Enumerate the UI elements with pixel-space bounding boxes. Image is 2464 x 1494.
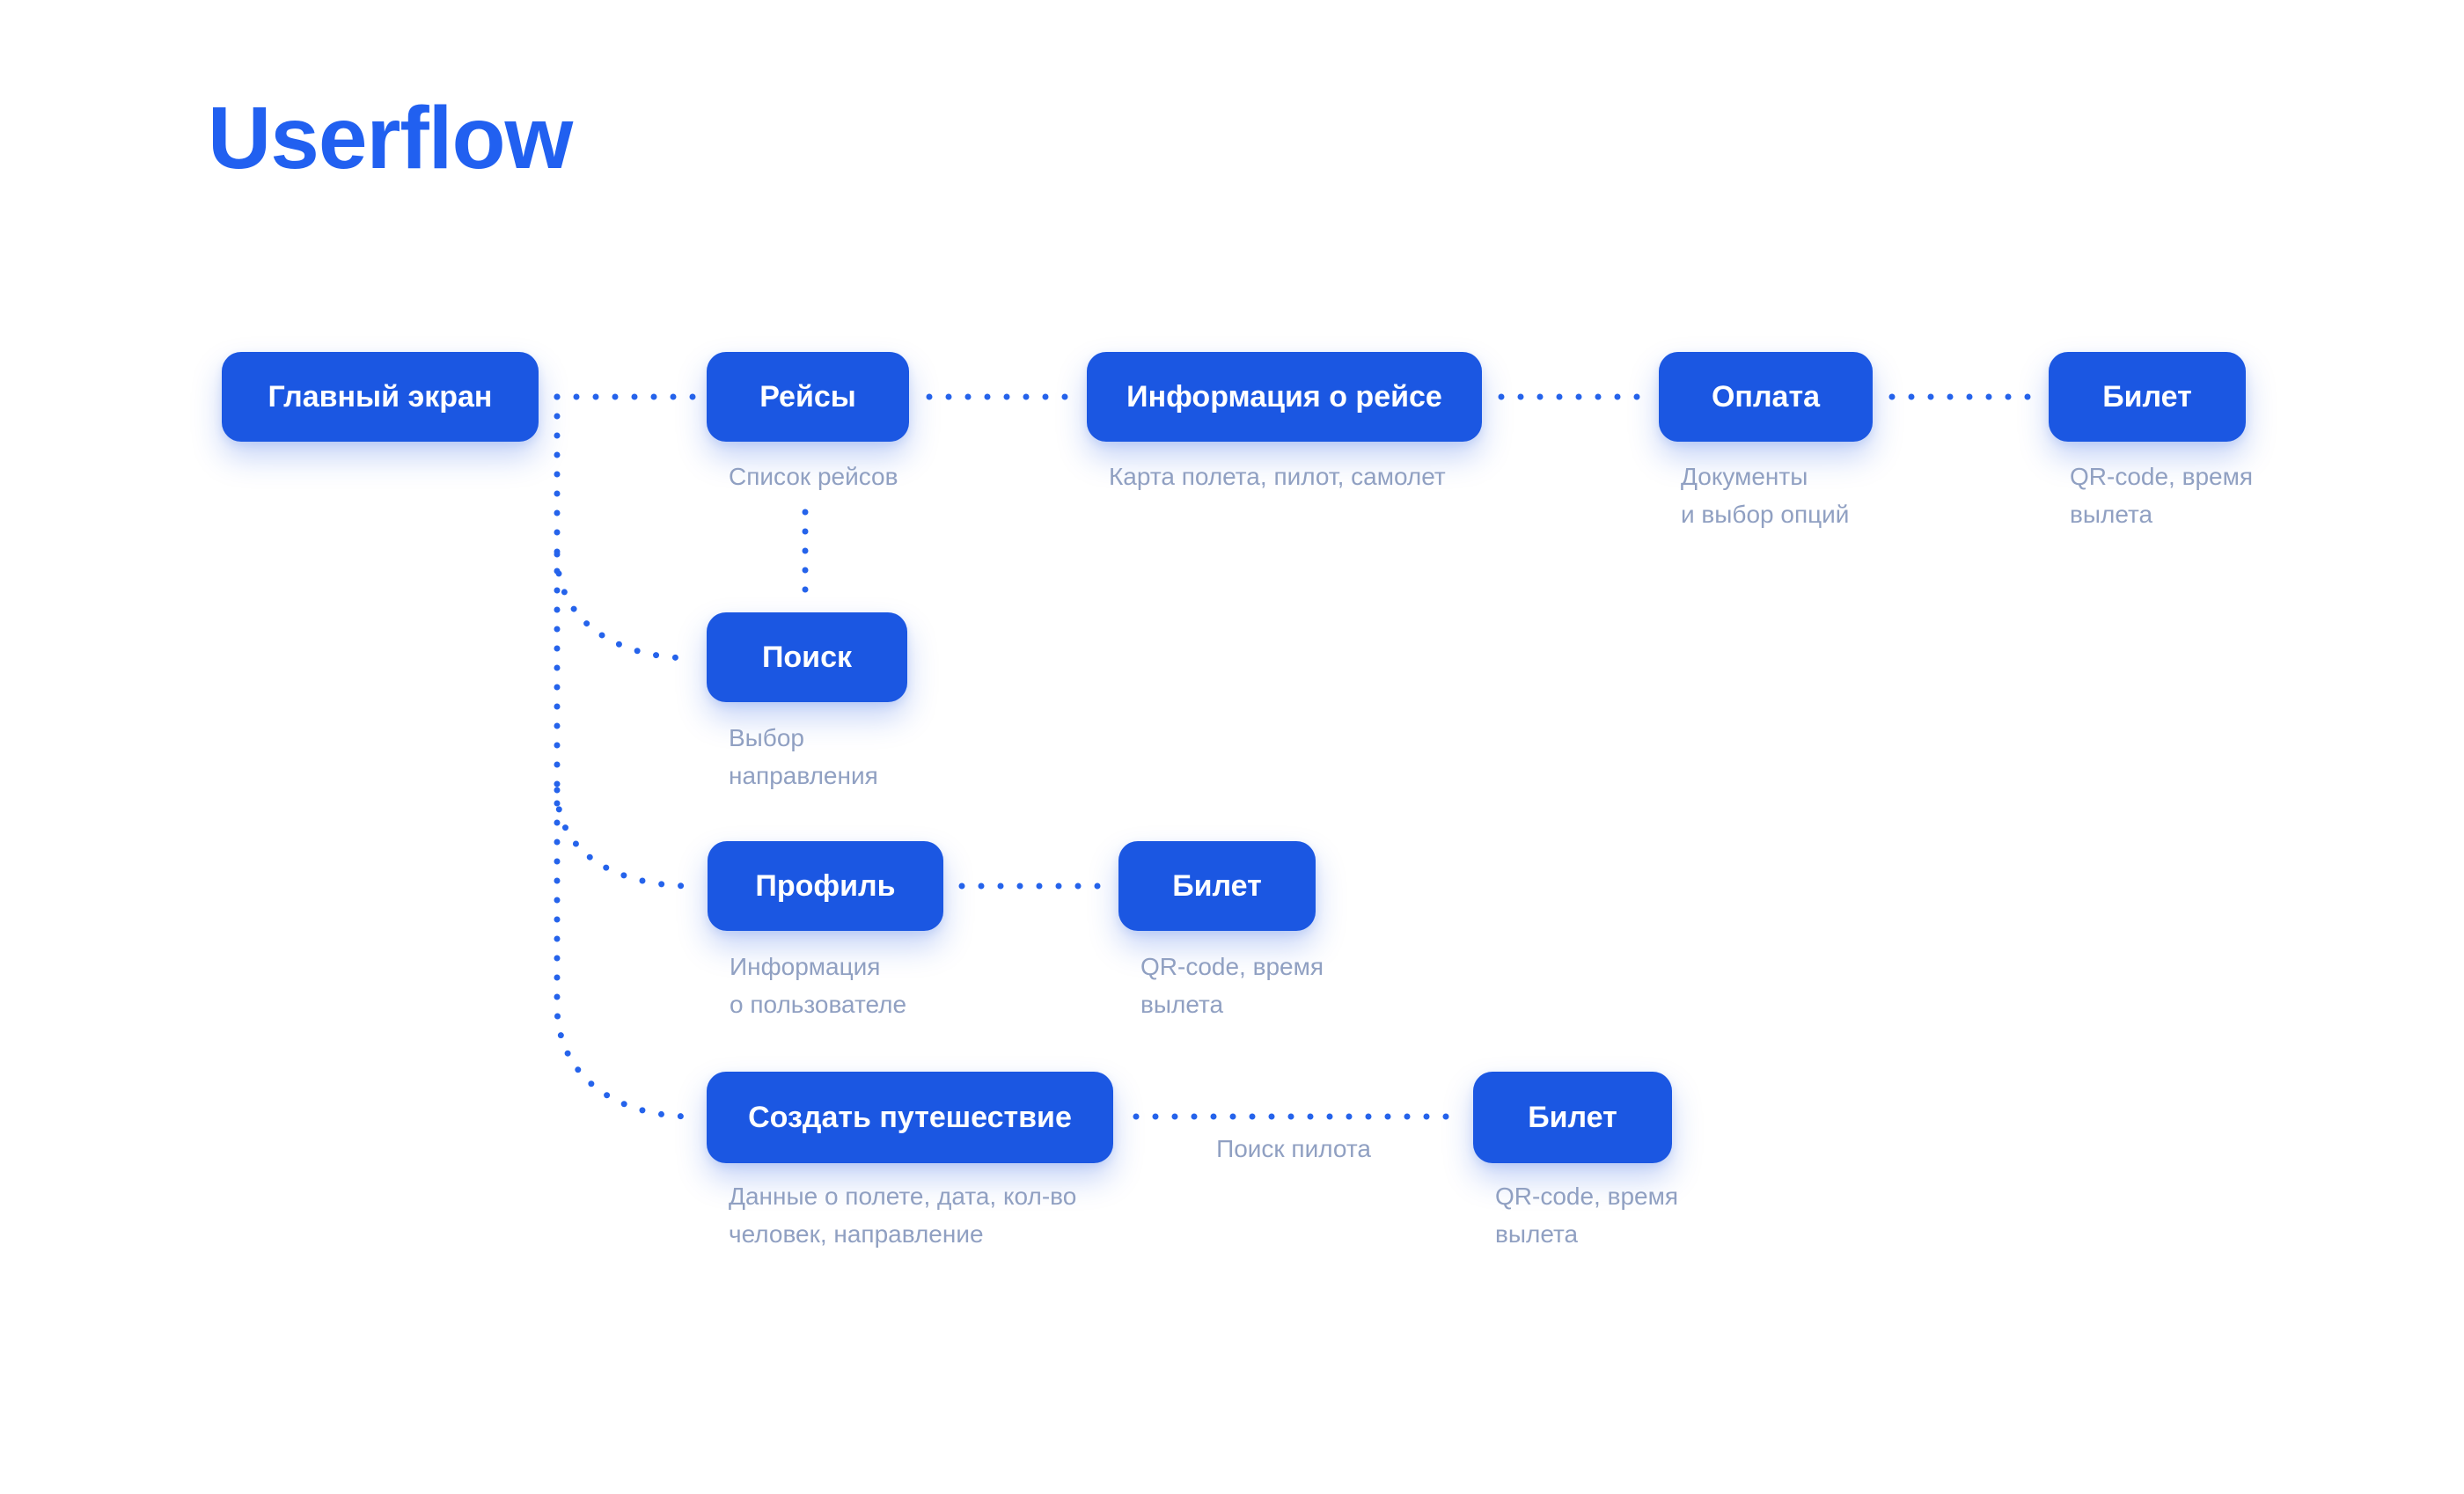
- node-search-label: Поиск: [761, 640, 853, 674]
- node-flight-info-caption: Карта полета, пилот, самолет: [1109, 463, 1446, 490]
- node-flights-label: Рейсы: [759, 379, 856, 414]
- node-payment-label: Оплата: [1711, 379, 1821, 414]
- node-ticket-3-label: Билет: [1528, 1100, 1617, 1134]
- node-ticket-1-label: Билет: [2102, 379, 2192, 414]
- node-ticket-2-caption: QR-code, время вылета: [1140, 953, 1324, 1018]
- connector-label-pilot-search: Поиск пилота: [1216, 1135, 1371, 1162]
- node-main-screen[interactable]: Главный экран: [222, 352, 539, 442]
- node-flights[interactable]: Рейсы: [707, 352, 909, 442]
- node-create-trip[interactable]: Создать путешествие: [707, 1072, 1113, 1163]
- node-flight-info[interactable]: Информация о рейсе: [1087, 352, 1482, 442]
- node-main-screen-label: Главный экран: [268, 379, 493, 414]
- node-create-trip-label: Создать путешествие: [748, 1100, 1072, 1134]
- node-ticket-1[interactable]: Билет: [2049, 352, 2246, 442]
- node-ticket-2[interactable]: Билет: [1118, 841, 1316, 931]
- node-profile-label: Профиль: [755, 868, 896, 903]
- node-ticket-3[interactable]: Билет: [1473, 1072, 1672, 1163]
- node-ticket-3-caption: QR-code, время вылета: [1495, 1183, 1679, 1248]
- node-payment[interactable]: Оплата: [1659, 352, 1873, 442]
- node-payment-caption: Документы и выбор опций: [1681, 463, 1850, 528]
- node-search[interactable]: Поиск: [707, 612, 907, 702]
- edge-trunk-to-create-trip: [554, 393, 695, 1120]
- page-title: Userflow: [208, 89, 573, 187]
- node-search-caption: Выбор направления: [729, 724, 878, 789]
- node-flights-caption: Список рейсов: [729, 463, 898, 490]
- node-ticket-1-caption: QR-code, время вылета: [2070, 463, 2254, 528]
- edge-trunk-to-search: [554, 551, 695, 662]
- node-create-trip-caption: Данные о полете, дата, кол-во человек, н…: [729, 1183, 1077, 1248]
- node-ticket-2-label: Билет: [1172, 868, 1262, 903]
- node-profile[interactable]: Профиль: [708, 841, 943, 931]
- node-profile-caption: Информация о пользователе: [730, 953, 907, 1018]
- node-flight-info-label: Информация о рейсе: [1126, 379, 1442, 414]
- edge-trunk-to-profile: [554, 787, 695, 890]
